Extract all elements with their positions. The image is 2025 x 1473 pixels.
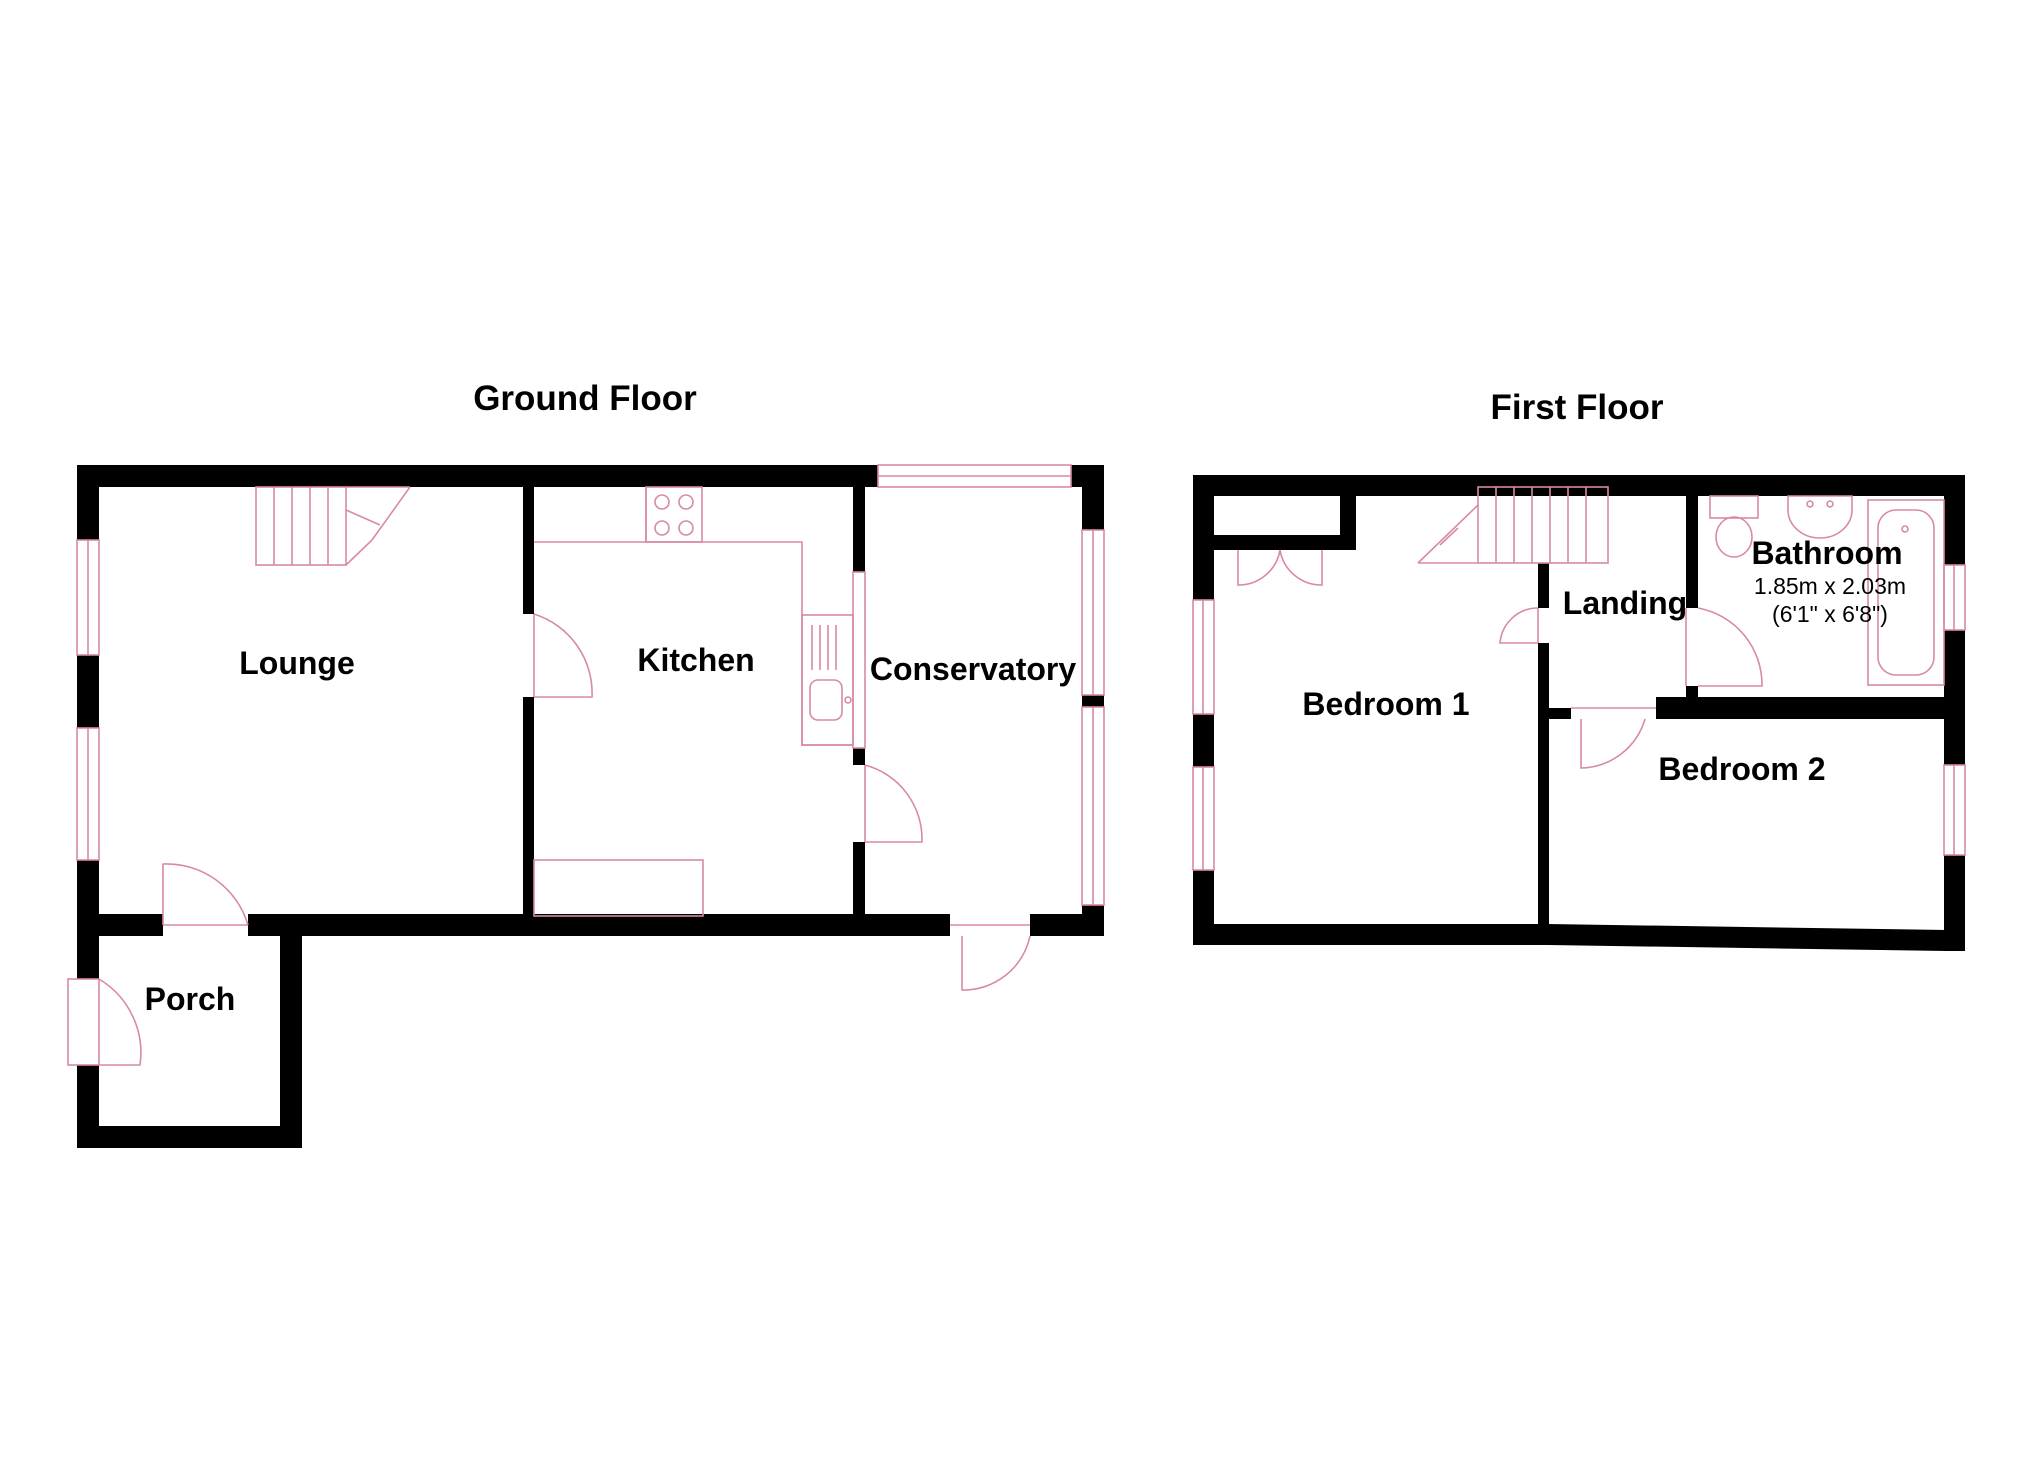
room-label-conservatory: Conservatory: [870, 651, 1077, 687]
first-floor-doors: [1237, 549, 1763, 769]
kitchen-units: [533, 486, 854, 917]
door-lounge-kitchen: [533, 613, 593, 698]
first-floor: First Floor: [1192, 388, 1966, 951]
ground-floor: Ground Floor: [67, 379, 1105, 1148]
first-floor-walls: [1193, 475, 1965, 951]
ground-floor-walls: [77, 465, 1104, 1148]
room-label-bedroom1: Bedroom 1: [1302, 686, 1469, 722]
ground-floor-title: Ground Floor: [473, 379, 697, 418]
first-floor-stairs: [1417, 486, 1609, 564]
door-landing-bedroom1: [1499, 607, 1539, 644]
room-label-porch: Porch: [145, 981, 236, 1017]
room-label-lounge: Lounge: [239, 645, 355, 681]
bathroom-dimensions-metric: 1.85m x 2.03m: [1754, 573, 1906, 599]
ground-floor-doors: [67, 613, 1031, 1066]
bath: [1867, 499, 1945, 686]
door-conservatory-exterior: [950, 924, 1031, 991]
kitchen-counter: [533, 859, 704, 917]
ground-floor-windows: [76, 464, 1105, 906]
bathroom-dimensions-imperial: (6'1" x 6'8"): [1772, 601, 1888, 627]
ground-floor-stairs: [255, 486, 411, 566]
room-label-bathroom: Bathroom: [1751, 535, 1902, 571]
door-landing-bathroom: [1685, 607, 1763, 687]
door-landing-bedroom2: [1571, 707, 1656, 769]
toilet: [1709, 495, 1759, 558]
room-label-kitchen: Kitchen: [637, 642, 754, 678]
bathroom-fittings: [1709, 495, 1945, 686]
hob: [645, 486, 703, 543]
window: [852, 571, 866, 749]
door-lounge-porch: [162, 863, 249, 926]
door-kitchen-conservatory: [864, 764, 923, 843]
door-porch-exterior: [67, 978, 142, 1066]
basin: [1787, 495, 1853, 539]
room-label-landing: Landing: [1563, 585, 1687, 621]
cupboard-double-door: [1237, 549, 1323, 586]
sink: [801, 614, 854, 746]
first-floor-title: First Floor: [1490, 388, 1663, 427]
first-floor-windows: [1192, 564, 1966, 871]
room-label-bedroom2: Bedroom 2: [1658, 751, 1825, 787]
